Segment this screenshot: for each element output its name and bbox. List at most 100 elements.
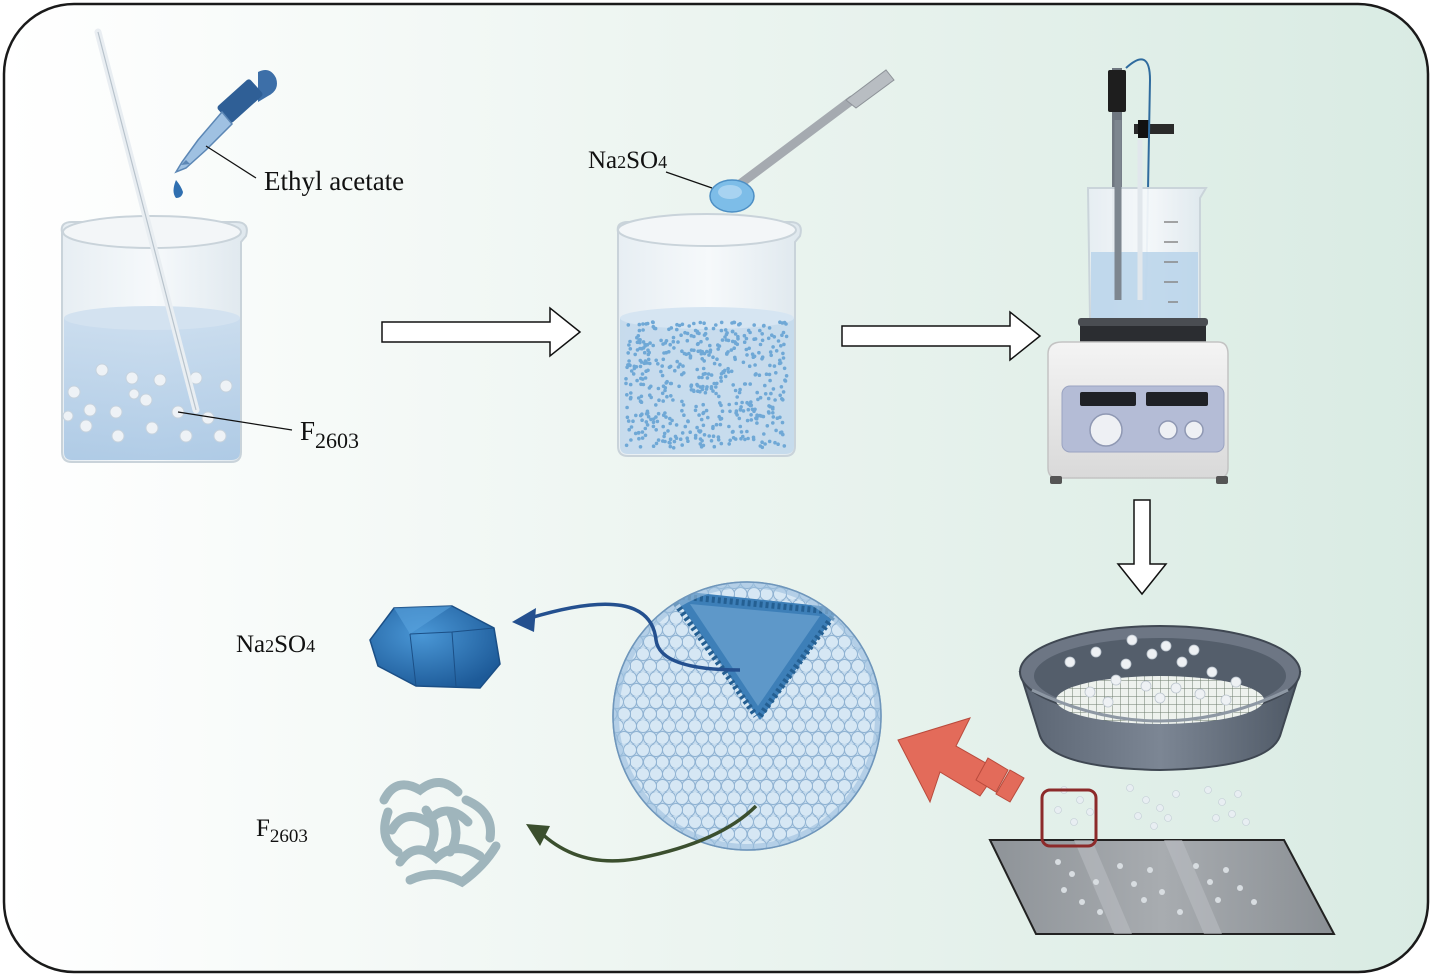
particle-dot [708,348,713,353]
particle-dot [739,430,744,434]
particle-dot [734,401,739,406]
particle-dot [668,441,672,445]
particle-dot [729,369,734,374]
particle-dot [625,415,630,420]
particle-dot [732,346,736,351]
particle-dot [702,351,707,356]
dropper-icon [173,70,277,198]
particle-dot [674,436,679,441]
particle-dot [680,322,685,327]
particle-dot [782,366,787,371]
particle-dot [664,415,668,419]
particle-dot [635,340,640,345]
particle-dot [694,404,698,409]
particle-dot [645,409,650,414]
stirring-rod-icon [94,28,200,414]
particle-dot [657,398,661,403]
particle-dot [641,322,645,326]
particle-dot [771,415,776,419]
f2603-particles [62,363,233,443]
particle-dot [654,403,658,407]
particle-dot [695,331,700,335]
particle-dot [626,323,631,327]
particle-dot [628,382,633,387]
particle-dot [664,381,668,385]
particle-dot [748,403,753,408]
particle-dot [684,352,689,357]
particle-dot [627,427,631,432]
particle-dot [631,419,635,424]
particle-dot [753,373,758,377]
particle-dot [768,350,773,354]
particle-dot [742,333,747,338]
particle-dot [760,440,764,445]
particle-dot [705,385,709,389]
particle-dot [640,436,645,440]
particle-dot [646,368,650,373]
particle-dot [700,357,704,361]
particle-dot [705,376,710,380]
particle-dot [745,418,750,423]
particle-dot [773,398,777,402]
particle-dot [624,377,628,381]
particle-dot [755,413,759,418]
particle-dot [764,372,769,377]
particle-dot [751,437,756,442]
particle-dot [677,384,681,389]
particle-dot [763,383,767,388]
particle-dot [681,364,685,368]
f2603-leader [177,411,293,431]
particle-dot [683,424,688,429]
particle-dot [659,369,663,374]
particle-dot [752,354,757,359]
particle-dot [648,341,652,345]
particle-dot [769,391,773,396]
particle-dot [779,344,783,348]
particle-dot [701,366,706,371]
particle-dot [660,391,665,396]
particle-dot [758,328,762,333]
particle-dot [711,426,715,431]
particle-dot [665,394,669,399]
particle-dot [733,357,737,362]
particle-dot [668,364,673,369]
particle-dot [745,400,749,405]
particle-dot [704,408,709,413]
particle-dot [666,429,670,433]
particle-dot [774,428,778,433]
particle-dot [626,419,631,423]
particle-dot [643,426,648,431]
particle-dot [776,339,781,343]
particle-dot [660,364,664,368]
particle-dot [711,355,715,360]
particle-dot [673,368,677,373]
particle-dot [712,361,717,366]
particle-dot [671,398,675,402]
particle-dot [729,348,734,352]
particle-dot [766,336,771,341]
particle-dot [678,362,682,367]
particle-dot [682,371,686,375]
particle-dot [768,363,772,368]
particle-dot [782,342,786,347]
particle-dot [763,442,767,446]
particle-dot [656,411,661,416]
particle-dot [760,338,765,343]
particle-dot [685,436,689,441]
particle-dot [676,365,681,369]
particle-dot [719,328,724,333]
particle-dot [738,424,743,429]
particle-dot [711,326,716,331]
particle-dot [753,337,758,341]
particle-dot [781,398,785,402]
particle-dot [778,358,782,363]
na2so4-dispersion [624,320,789,450]
particle-dot [643,359,648,363]
particle-dot [776,442,780,447]
particle-dot [740,400,744,405]
particle-dot [635,348,640,352]
particle-dot [681,403,686,407]
particle-dot [766,410,771,414]
particle-dot [718,363,722,367]
